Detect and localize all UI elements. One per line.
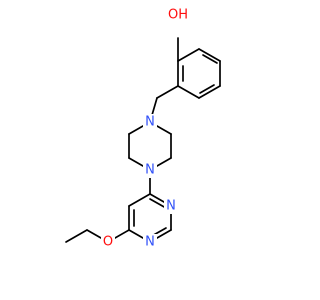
pyrimidine-nitrogen-2-text: N — [145, 235, 155, 250]
piperazine-nitrogen-top-text: N — [145, 115, 155, 130]
piperazine-nitrogen-top: N — [143, 114, 157, 130]
bond — [198, 85, 221, 99]
bond — [199, 84, 215, 94]
atom-label-layer: OH N N N N O — [101, 5, 188, 250]
bond — [202, 54, 218, 64]
pyrimidine-nitrogen-1-text: N — [166, 199, 176, 214]
structure-canvas: OH N N N N O — [65, 5, 221, 250]
hydroxyl-label: OH — [168, 5, 188, 23]
bond — [149, 198, 167, 209]
pyrimidine-nitrogen-1: N — [164, 198, 178, 214]
bond — [177, 85, 200, 99]
piperazine-nitrogen-bottom-text: N — [145, 163, 155, 178]
ether-oxygen: O — [101, 234, 115, 250]
hydroxyl-text: OH — [168, 8, 188, 23]
bond — [156, 85, 179, 99]
ether-oxygen-text: O — [103, 235, 113, 250]
piperazine-nitrogen-bottom: N — [143, 162, 157, 178]
bond — [128, 193, 151, 207]
bond — [198, 48, 221, 62]
bond-layer — [65, 37, 221, 243]
bond — [177, 48, 200, 62]
bond — [65, 229, 88, 243]
pyrimidine-nitrogen-2: N — [143, 234, 157, 250]
